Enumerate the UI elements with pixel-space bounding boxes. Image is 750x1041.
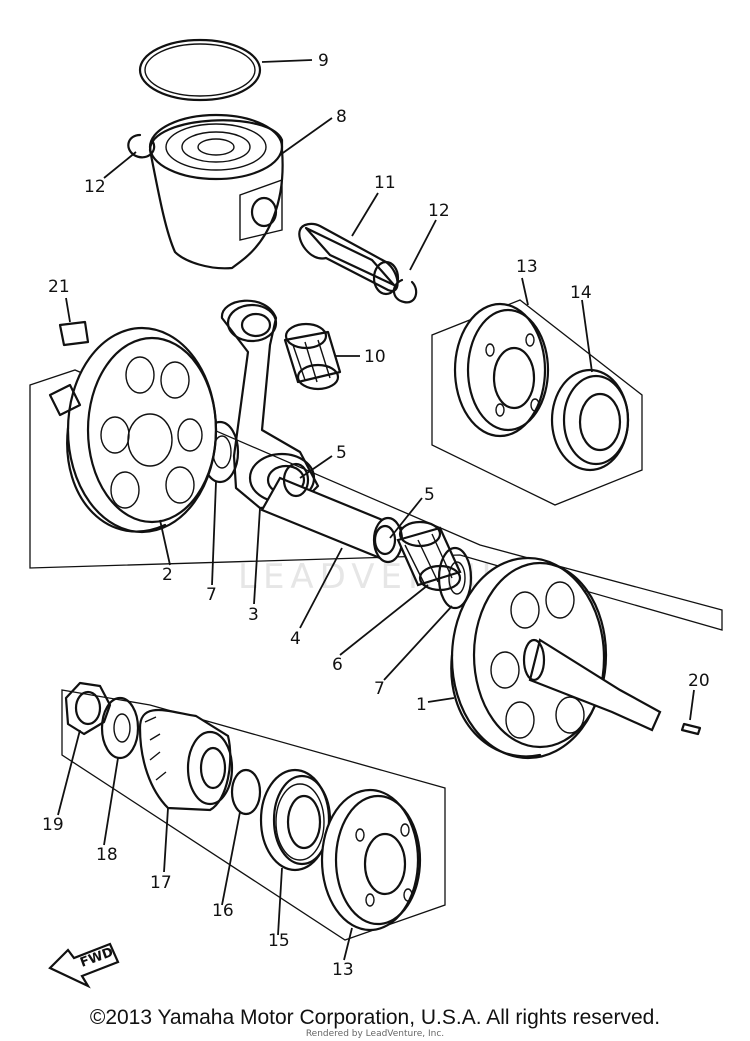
callout-15: 15 xyxy=(268,931,290,951)
callout-5-lower: 5 xyxy=(424,485,435,505)
callout-12-right: 12 xyxy=(428,201,450,221)
callout-8: 8 xyxy=(336,107,347,127)
callout-12-left: 12 xyxy=(84,177,106,197)
callout-14: 14 xyxy=(570,283,592,303)
main-bearing-upper xyxy=(453,302,550,438)
callout-17: 17 xyxy=(150,873,172,893)
key-small xyxy=(680,722,702,736)
bearing-group-outline xyxy=(431,299,643,506)
callout-4: 4 xyxy=(290,629,301,649)
big-end-bearing xyxy=(396,520,462,592)
circlip-gear xyxy=(230,768,262,816)
piston-pin xyxy=(298,222,400,296)
oil-seal xyxy=(550,368,630,472)
oil-seal-lower xyxy=(259,768,332,872)
callout-20: 20 xyxy=(688,671,710,691)
crank-wheel-left xyxy=(48,326,218,534)
piston xyxy=(148,113,284,270)
callout-10: 10 xyxy=(364,347,386,367)
crank-pin xyxy=(260,476,404,564)
callout-13-lower: 13 xyxy=(332,960,354,980)
main-bearing-lower xyxy=(320,788,422,932)
callout-labels: 9 8 12 11 12 21 13 14 10 5 5 2 7 3 4 6 7… xyxy=(42,51,710,980)
circlip-left xyxy=(127,133,156,159)
callout-7-left: 7 xyxy=(206,585,217,605)
callout-18: 18 xyxy=(96,845,118,865)
callout-6: 6 xyxy=(332,655,343,675)
callout-11: 11 xyxy=(374,173,396,193)
callout-5-upper: 5 xyxy=(336,443,347,463)
callout-13-upper: 13 xyxy=(516,257,538,277)
connecting-rod xyxy=(220,299,320,510)
small-end-bearing xyxy=(283,322,342,391)
crank-wheel-right xyxy=(450,556,662,760)
woodruff-key xyxy=(58,320,90,347)
crank-nut xyxy=(64,681,112,736)
washer-top xyxy=(282,462,310,498)
primary-drive-gear xyxy=(138,708,234,812)
copyright-notice: ©2013 Yamaha Motor Corporation, U.S.A. A… xyxy=(89,1006,661,1029)
callout-2: 2 xyxy=(162,565,173,585)
callout-7-right: 7 xyxy=(374,679,385,699)
thrust-washer-right xyxy=(437,546,473,610)
callout-16: 16 xyxy=(212,901,234,921)
callout-19: 19 xyxy=(42,815,64,835)
callout-1: 1 xyxy=(416,695,427,715)
leader-lines xyxy=(57,59,695,961)
washer-bottom xyxy=(373,524,397,556)
gear-washer xyxy=(100,696,140,760)
drive-gear-group-outline xyxy=(61,689,446,941)
forward-arrow-icon: FWD xyxy=(48,942,120,989)
callout-21: 21 xyxy=(48,277,70,297)
piston-ring xyxy=(138,38,262,102)
rendered-by-notice: Rendered by LeadVenture, Inc. xyxy=(305,1029,445,1039)
callout-9: 9 xyxy=(318,51,329,71)
callout-3: 3 xyxy=(248,605,259,625)
